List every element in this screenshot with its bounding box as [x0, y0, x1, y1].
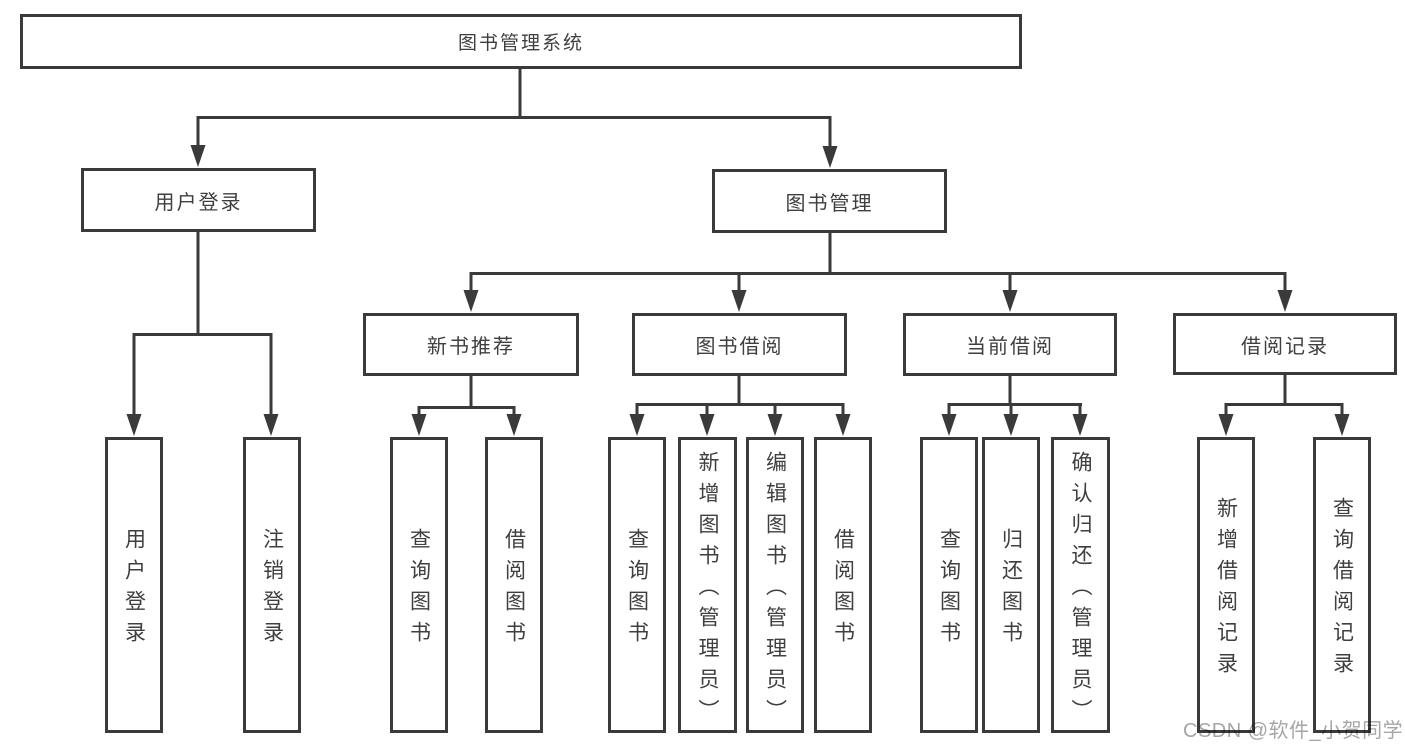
leaf-logout-label: 注销登录 [260, 528, 284, 652]
leaf-add-borrow-record-label: 新增借阅记录 [1214, 497, 1238, 683]
leaf-query-books-current-label: 查询图书 [937, 528, 961, 652]
leaf-query-books-current: 查询图书 [920, 437, 978, 733]
node-book-borrow-label: 图书借阅 [695, 336, 784, 358]
leaf-confirm-return-admin-label: 确认归还（管理员） [1069, 450, 1092, 730]
node-new-book-recommend: 新书推荐 [363, 313, 579, 376]
node-current-borrow: 当前借阅 [903, 313, 1117, 376]
node-book-management: 图书管理 [712, 169, 947, 233]
node-user-login: 用户登录 [81, 168, 316, 232]
leaf-add-borrow-record: 新增借阅记录 [1197, 437, 1255, 733]
node-root: 图书管理系统 [20, 14, 1022, 69]
leaf-add-books-admin-label: 新增图书（管理员） [696, 450, 719, 730]
leaf-user-login-label: 用户登录 [122, 528, 146, 652]
node-user-login-label: 用户登录 [154, 191, 243, 214]
leaf-borrow-books-recommend-label: 借阅图书 [502, 528, 526, 652]
node-root-label: 图书管理系统 [457, 33, 584, 54]
node-borrow-records-label: 借阅记录 [1241, 335, 1329, 358]
leaf-borrow-books: 借阅图书 [814, 437, 872, 733]
node-book-management-label: 图书管理 [785, 192, 874, 215]
leaf-user-login: 用户登录 [105, 437, 163, 733]
leaf-return-books: 归还图书 [982, 437, 1040, 733]
leaf-edit-books-admin-label: 编辑图书（管理员） [763, 450, 787, 730]
leaf-query-books-borrow-label: 查询图书 [625, 528, 649, 652]
leaf-return-books-label: 归还图书 [999, 528, 1023, 652]
node-borrow-records: 借阅记录 [1173, 313, 1397, 375]
leaf-borrow-books-label: 借阅图书 [831, 528, 855, 652]
leaf-query-borrow-record: 查询借阅记录 [1313, 437, 1371, 733]
node-book-borrow: 图书借阅 [632, 313, 847, 376]
node-current-borrow-label: 当前借阅 [966, 336, 1054, 358]
leaf-logout: 注销登录 [243, 437, 301, 733]
leaf-query-books-borrow: 查询图书 [608, 437, 666, 733]
leaf-confirm-return-admin: 确认归还（管理员） [1051, 437, 1110, 733]
leaf-add-books-admin: 新增图书（管理员） [678, 437, 737, 733]
watermark: CSDN @软件_小贺同学 [1183, 720, 1404, 742]
leaf-query-borrow-record-label: 查询借阅记录 [1330, 497, 1354, 683]
leaf-edit-books-admin: 编辑图书（管理员） [746, 437, 804, 733]
leaf-query-books-recommend-label: 查询图书 [407, 528, 431, 652]
leaf-borrow-books-recommend: 借阅图书 [485, 437, 543, 733]
node-new-book-recommend-label: 新书推荐 [427, 336, 515, 358]
leaf-query-books-recommend: 查询图书 [390, 437, 448, 733]
